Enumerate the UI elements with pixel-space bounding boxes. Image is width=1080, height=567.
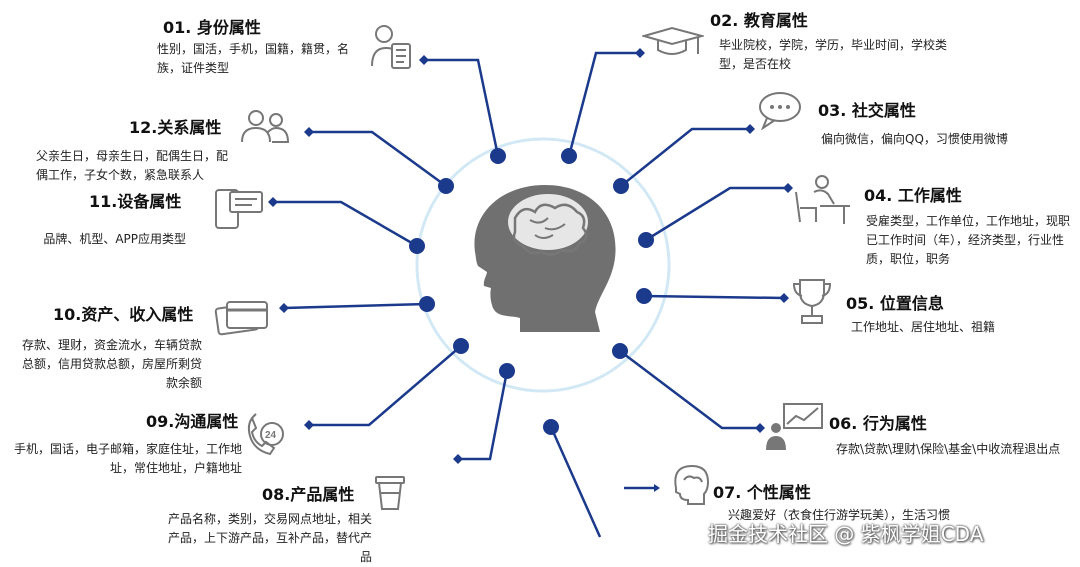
connector-6 (619, 350, 760, 430)
connector-end-3 (745, 124, 755, 134)
connector-07-arrowhead (654, 484, 660, 492)
24h-phone-icon: 24 (247, 413, 284, 456)
ring-node-6 (612, 343, 628, 359)
ring-node-5 (636, 288, 652, 304)
item-11-desc: 品牌、机型、APP应用类型 (43, 232, 186, 246)
ring-node-1 (490, 148, 506, 164)
ring-node-8 (499, 363, 515, 379)
two-people-icon (241, 110, 290, 143)
connector-2 (567, 51, 640, 157)
id-card-person-icon (371, 25, 411, 69)
connector-8 (458, 370, 509, 461)
item-03-desc: 偏向微信，偏向QQ，习惯使用微博 (821, 132, 1008, 146)
person-at-desk-icon (795, 175, 850, 224)
ring-node-4 (638, 232, 654, 248)
connector-7 (549, 426, 602, 538)
item-09-desc: 手机，国话，电子邮箱，家庭住址，工作地址，常住地址，户籍地址 (13, 442, 242, 475)
connector-end-12 (304, 127, 314, 137)
item-04-desc: 受雇类型，工作单位，工作地址，现职已工作时间（年），经济类型，行业性质，职位，职… (866, 214, 1071, 266)
item-10-desc: 存款、理财，资金流水，车辆贷款总额，信用贷款总额，房屋所剩贷款余额 (21, 338, 202, 390)
connector-3 (620, 127, 750, 187)
connector-end-6 (755, 423, 765, 433)
item-01-desc: 性别，国活，手机，国籍，籍贯，名族，证件类型 (157, 42, 350, 75)
head-brain-icon (474, 185, 616, 332)
item-07-title: 07. 个性属性 (713, 483, 811, 502)
item-11-title: 11.设备属性 (89, 192, 182, 211)
item-05-title: 05. 位置信息 (846, 294, 944, 313)
phone-message-icon (215, 189, 263, 229)
ring-node-12 (438, 178, 454, 194)
graduation-cap-icon (642, 26, 704, 55)
connector-end-5 (779, 293, 789, 303)
item-12-desc: 父亲生日，母亲生日，配偶生日，配偶工作，子女个数，紧急联系人 (36, 149, 229, 182)
connector-4 (645, 186, 788, 242)
hub-ring (415, 137, 671, 393)
head-profile-icon (674, 464, 710, 505)
chat-bubble-icon (759, 92, 801, 130)
ring-node-3 (613, 178, 629, 194)
item-09-title: 09.沟通属性 (146, 412, 239, 431)
item-02-title: 02. 教育属性 (710, 11, 808, 30)
item-08-title: 08.产品属性 (262, 485, 355, 504)
connector-9 (309, 345, 462, 427)
connector-12 (309, 130, 447, 188)
connector-end-11 (268, 197, 278, 207)
connector-11 (273, 200, 418, 248)
watermark: 掘金技术社区 @ 紫枫学姐CDA (708, 522, 984, 546)
item-12-title: 12.关系属性 (129, 118, 222, 137)
item-08-desc: 产品名称，类别，交易网点地址，相关产品，上下游产品，互补产品，替代产品 (167, 512, 372, 564)
connector-end-2 (635, 48, 645, 58)
ring-node-10 (419, 296, 435, 312)
item-01-title: 01. 身份属性 (163, 18, 261, 37)
coffee-cup-icon (375, 476, 405, 510)
item-06-desc: 存款\贷款\理财\保险\基金\中收流程退出点 (836, 442, 1061, 456)
connector-5 (643, 294, 785, 300)
ring-node-7 (543, 419, 559, 435)
connector-end-1 (419, 55, 429, 65)
ring-node-2 (561, 148, 577, 164)
connector-10 (283, 302, 428, 310)
credit-card-icon (214, 301, 268, 336)
connector-end-8 (453, 454, 463, 464)
connector-end-4 (783, 183, 793, 193)
ring-node-11 (409, 238, 425, 254)
svg-text:24: 24 (265, 430, 277, 441)
item-07-desc: 兴趣爱好（衣食住行游学玩美），生活习惯 (728, 508, 951, 522)
trophy-icon (792, 279, 832, 324)
item-02-desc: 毕业院校，学院，学历，毕业时间，学校类型，是否在校 (719, 38, 948, 71)
item-04-title: 04. 工作属性 (864, 186, 962, 205)
connector-end-10 (279, 303, 289, 313)
connector-1 (424, 58, 500, 157)
presenter-chart-icon (766, 403, 823, 450)
item-03-title: 03. 社交属性 (818, 101, 916, 120)
item-05-desc: 工作地址、居住地址、祖籍 (851, 320, 996, 334)
ring-node-9 (453, 338, 469, 354)
connector-end-9 (304, 420, 314, 430)
item-10-title: 10.资产、收入属性 (53, 305, 194, 324)
item-06-title: 06. 行为属性 (829, 414, 927, 433)
